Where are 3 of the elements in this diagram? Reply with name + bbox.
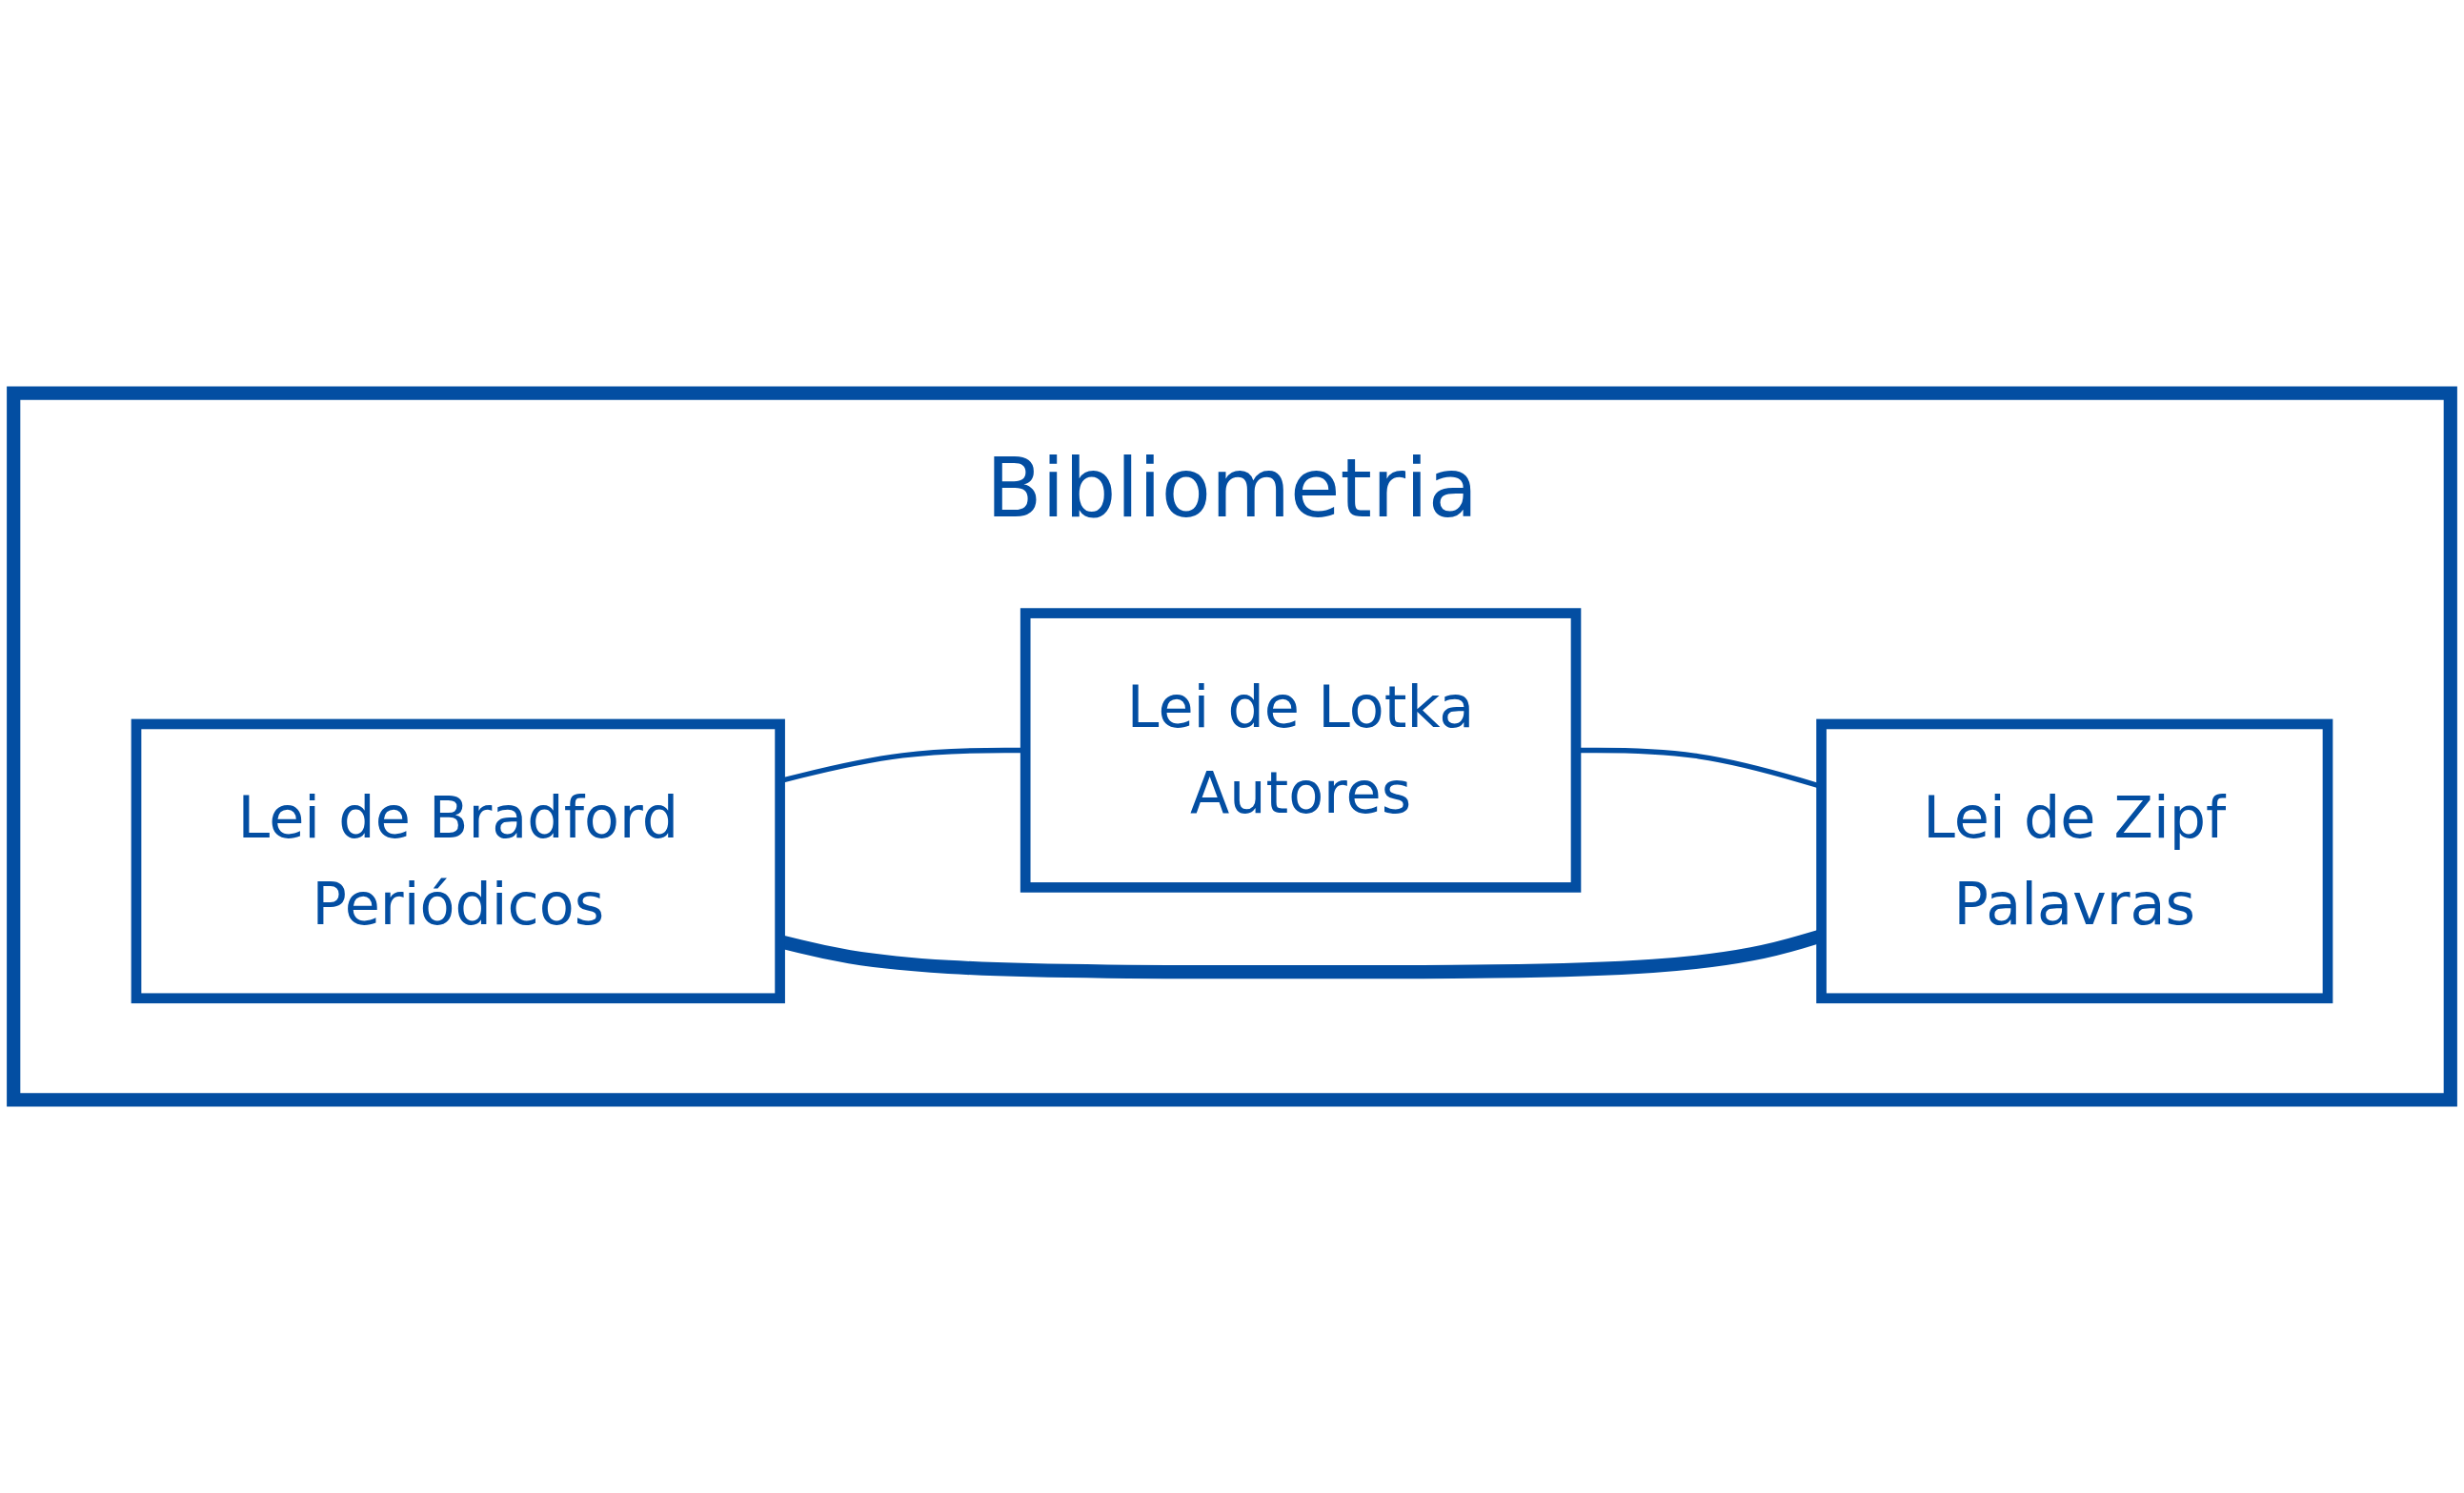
node-box: Lei de Lotka Autores (1020, 608, 1582, 893)
node-box: Lei de Bradford Periódicos (131, 718, 785, 1004)
node-box: Lei de Zipf Palavras (1816, 718, 2333, 1004)
